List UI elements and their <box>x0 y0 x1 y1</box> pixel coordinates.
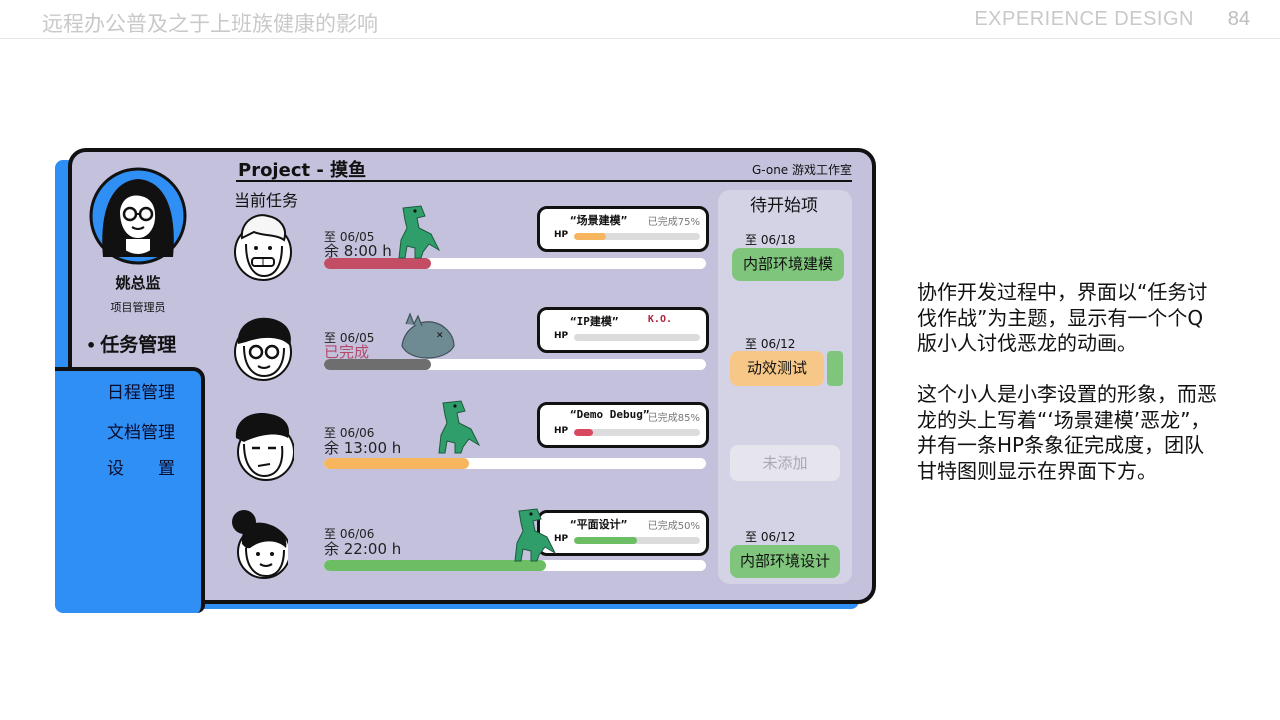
hp-bar <box>574 537 700 544</box>
member-avatar-icon[interactable] <box>226 504 288 582</box>
member-avatar-icon[interactable] <box>232 408 294 486</box>
boss-hp-card: “平面设计” 已完成50% HP <box>537 510 709 556</box>
member-avatar-icon[interactable] <box>232 208 294 286</box>
task-progress-fill <box>324 258 431 269</box>
boss-hp-card: “场景建模” 已完成75% HP <box>537 206 709 252</box>
upcoming-heading: 待开始项 <box>750 196 818 216</box>
description-line: 伐作战”为主题，显示有一个个Q <box>917 305 1204 330</box>
hp-fill <box>574 537 637 544</box>
description-line: 协作开发过程中，界面以“任务讨 <box>917 280 1208 304</box>
task-due-date: 至 06/06 <box>324 426 375 440</box>
task-progress-track <box>324 258 706 269</box>
description-line: 龙的头上写着“‘场景建模’恶龙”， <box>917 407 1211 432</box>
boss-hp-card: “Demo Debug” 已完成85% HP <box>537 402 709 448</box>
boss-status: K.O. <box>647 314 672 325</box>
hp-label: HP <box>554 534 569 544</box>
boss-name: “场景建模” <box>570 214 628 227</box>
task-progress-track <box>324 560 706 571</box>
upcoming-task-chip[interactable]: 内部环境设计 <box>730 545 840 578</box>
page-number: 84 <box>1227 8 1250 30</box>
boss-name: “IP建模” <box>570 315 619 328</box>
task-due-date: 至 06/06 <box>324 527 375 541</box>
member-avatar-icon[interactable] <box>232 312 294 390</box>
defeated-dragon-icon: ✕ <box>401 312 455 359</box>
bullet-icon: • <box>86 336 97 355</box>
nav-item-label: 任务管理 <box>100 334 177 356</box>
description-line: 并有一条HP条象征完成度，团队 <box>917 433 1205 457</box>
studio-name: G-one 游戏工作室 <box>752 163 852 177</box>
nav-item-task-management[interactable]: •任务管理 <box>86 330 176 357</box>
brand-label: EXPERIENCE DESIGN <box>974 8 1194 30</box>
upcoming-date: 至 06/18 <box>745 233 796 247</box>
task-progress-fill <box>324 560 546 571</box>
lead-avatar-icon[interactable] <box>89 167 187 265</box>
dragon-icon <box>398 205 441 259</box>
task-progress-fill <box>324 458 470 469</box>
hp-bar <box>574 233 700 240</box>
slide-title: 远程办公普及之于上班族健康的影响 <box>42 12 378 36</box>
header-divider <box>0 38 1280 39</box>
boss-name: “平面设计” <box>570 518 628 531</box>
drag-handle[interactable] <box>827 351 843 386</box>
hp-bar <box>574 334 700 341</box>
nav-item-settings[interactable]: 设 置 <box>107 459 175 479</box>
nav-item-documents[interactable]: 文档管理 <box>107 423 175 443</box>
dragon-icon <box>438 400 481 454</box>
upcoming-task-chip[interactable]: 内部环境建模 <box>732 248 844 281</box>
description-line: 版小人讨伐恶龙的动画。 <box>917 331 1137 355</box>
add-task-placeholder[interactable]: 未添加 <box>730 445 840 481</box>
sidebar-nav-panel <box>55 367 205 613</box>
current-tasks-heading: 当前任务 <box>234 191 299 210</box>
description-paragraph-2: 这个小人是小李设置的形象，而恶 龙的头上写着“‘场景建模’恶龙”， 并有一条HP… <box>917 382 1247 484</box>
upcoming-task-chip[interactable]: 动效测试 <box>730 351 824 386</box>
task-progress-track <box>324 458 706 469</box>
upcoming-date: 至 06/12 <box>745 337 796 351</box>
task-progress-fill <box>324 359 431 370</box>
hp-label: HP <box>554 331 569 341</box>
hp-bar <box>574 429 700 436</box>
boss-name: “Demo Debug” <box>570 408 650 421</box>
boss-hp-card: “IP建模” K.O. HP <box>537 307 709 353</box>
description-paragraph-1: 协作开发过程中，界面以“任务讨 伐作战”为主题，显示有一个个Q 版小人讨伐恶龙的… <box>917 280 1247 357</box>
nav-item-schedule[interactable]: 日程管理 <box>107 383 175 403</box>
description-line: 甘特图则显示在界面下方。 <box>917 458 1157 483</box>
task-remaining: 已完成 <box>324 343 370 361</box>
task-remaining: 余 8:00 h <box>324 242 392 260</box>
task-remaining: 余 13:00 h <box>324 439 402 457</box>
lead-name: 姚总监 <box>115 274 161 292</box>
hp-fill <box>574 429 593 436</box>
lead-role: 项目管理员 <box>110 301 166 314</box>
task-remaining: 余 22:00 h <box>324 540 402 558</box>
task-due-date: 至 06/05 <box>324 230 375 244</box>
boss-status: 已完成85% <box>647 413 700 424</box>
boss-status: 已完成50% <box>647 521 700 532</box>
hp-fill <box>574 233 606 240</box>
hp-label: HP <box>554 426 569 436</box>
dragon-icon <box>514 508 557 562</box>
hp-label: HP <box>554 230 569 240</box>
task-due-date: 至 06/05 <box>324 331 375 345</box>
svg-text:✕: ✕ <box>436 331 444 341</box>
title-divider <box>236 180 852 182</box>
project-title: Project - 摸鱼 <box>238 160 367 181</box>
boss-status: 已完成75% <box>647 217 700 228</box>
upcoming-date: 至 06/12 <box>745 530 796 544</box>
description-line: 这个小人是小李设置的形象，而恶 <box>917 382 1217 406</box>
task-progress-track <box>324 359 706 370</box>
